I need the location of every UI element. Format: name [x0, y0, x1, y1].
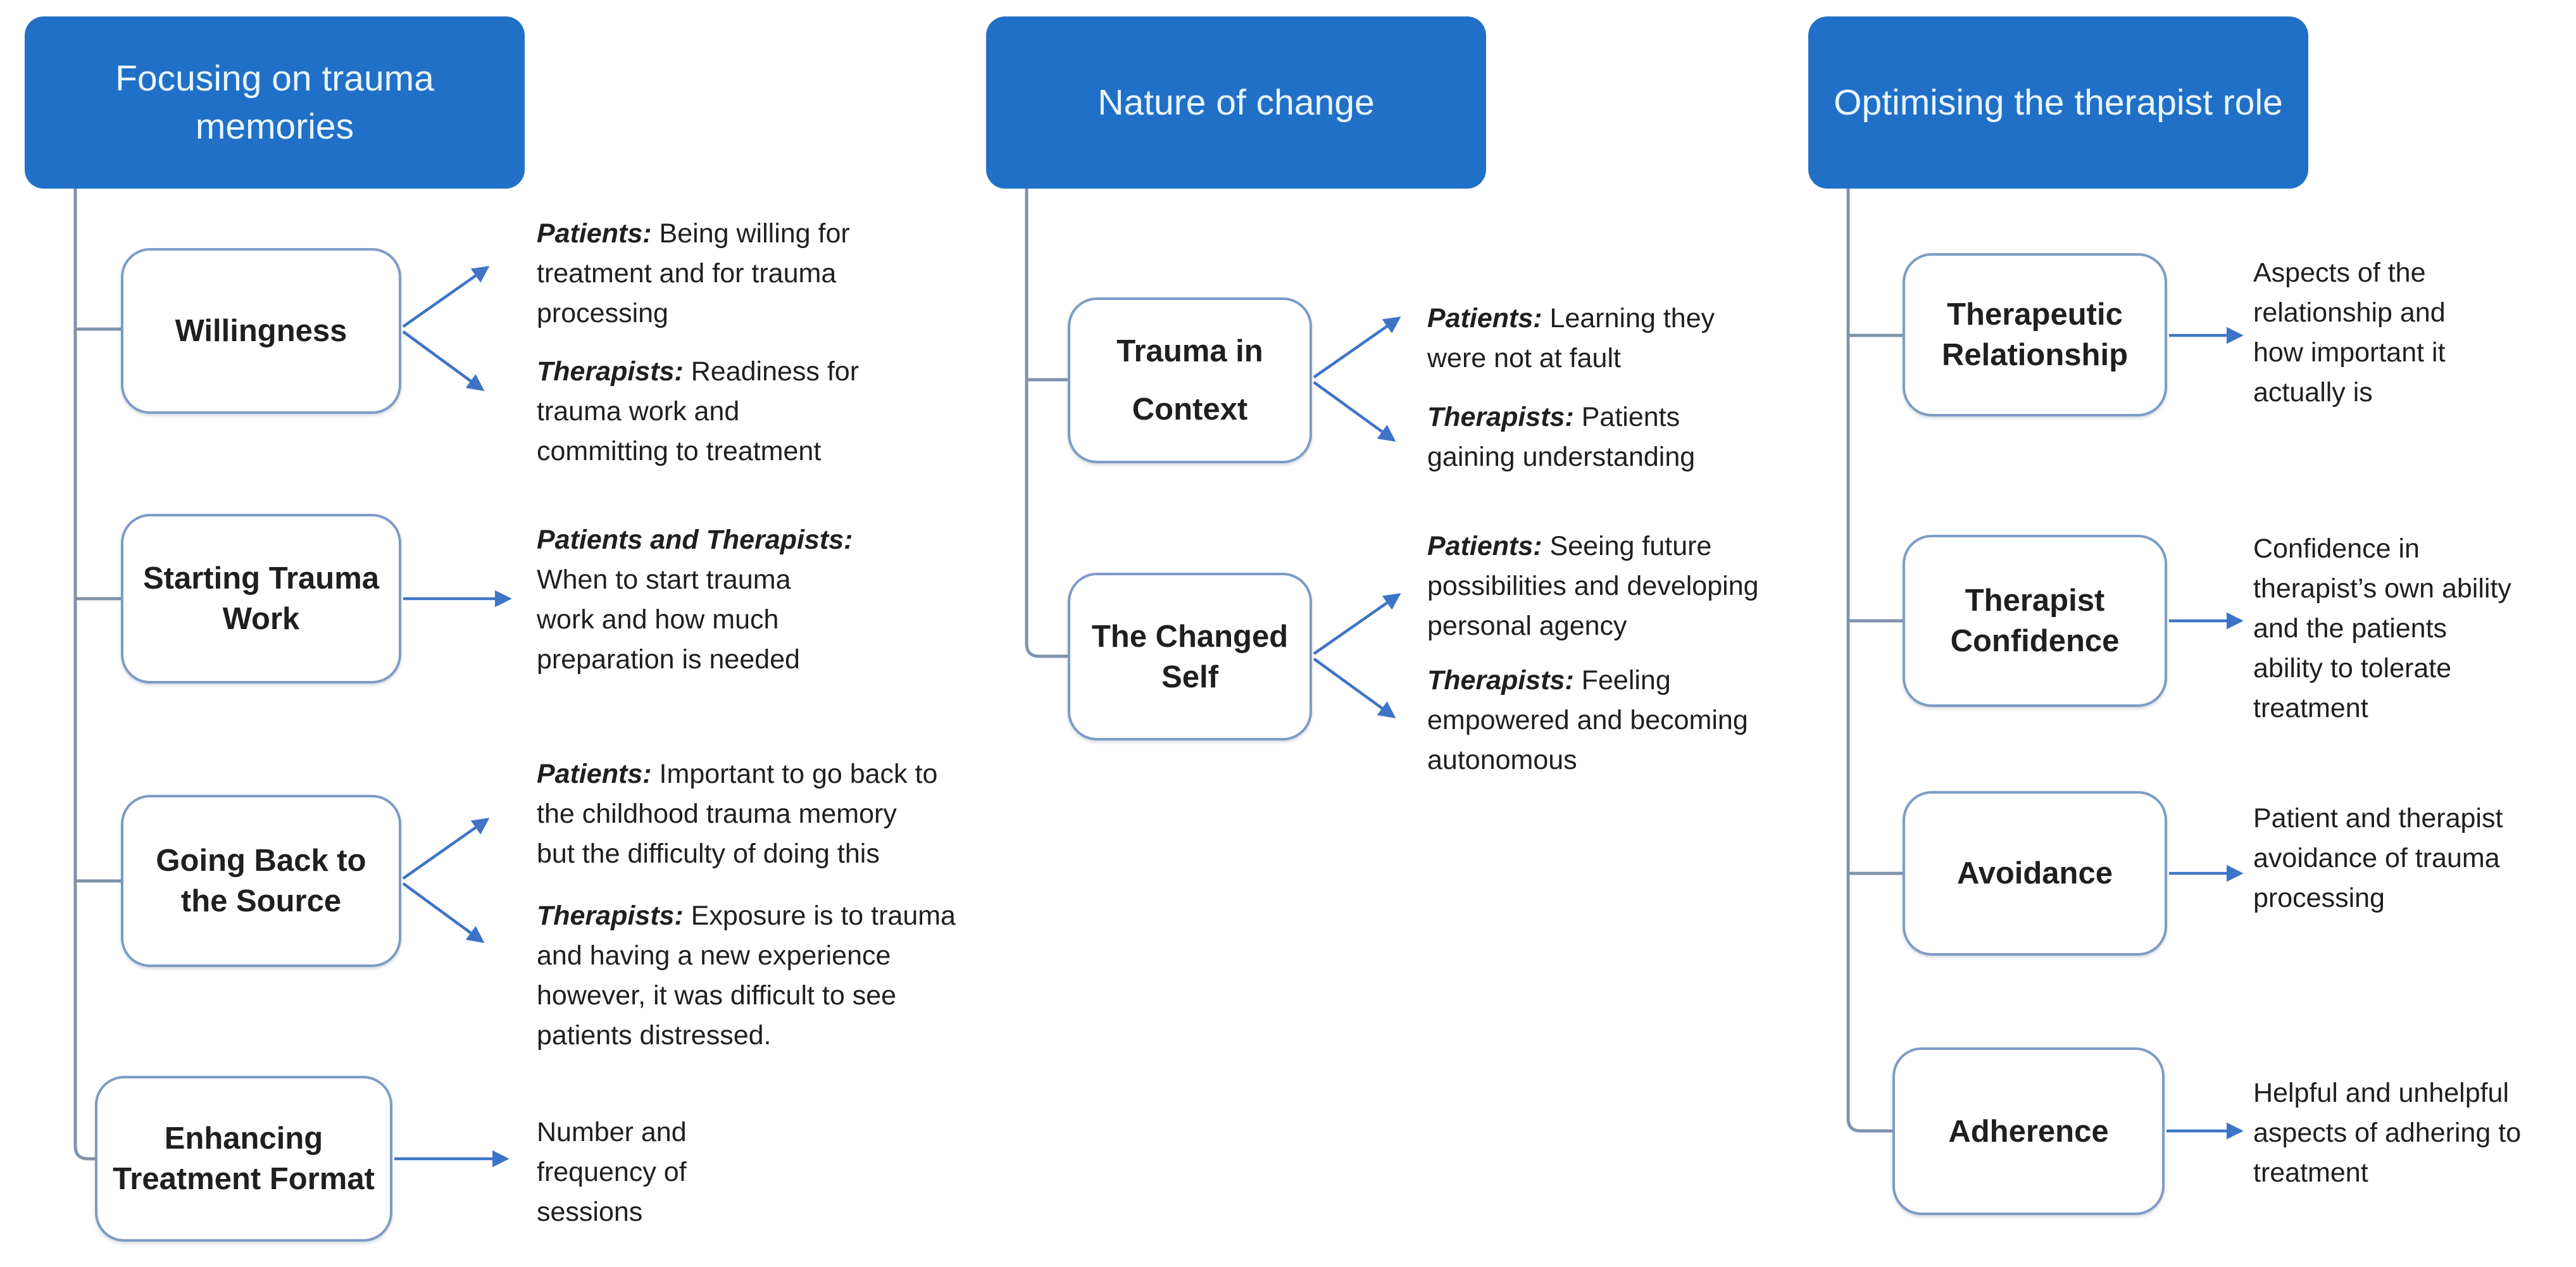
description-body: Patient and therapist avoidance of traum… — [2253, 803, 2503, 913]
description-body: Important to go back to the childhood tr… — [537, 759, 938, 869]
description-lead: Patients: — [1427, 531, 1542, 561]
topic-box-willingness: Willingness — [121, 248, 401, 414]
column-header-focusing-on-trauma-memories: Focusing on trauma memories — [25, 16, 525, 189]
description-lead: Therapists: — [537, 901, 684, 931]
description-body: Being willing for treatment and for trau… — [537, 218, 850, 328]
topic-box-adherence: Adherence — [1892, 1047, 2165, 1215]
description-adherence: Helpful and unhelpful aspects of adherin… — [2253, 1073, 2570, 1193]
description-therapist-confidence: Confidence in therapist’s own ability an… — [2253, 529, 2570, 728]
description-trauma-context-patients: Patients: Learning they were not at faul… — [1427, 299, 1782, 378]
willingness-arrow-therapists — [402, 330, 485, 391]
topic-box-therapeutic-relationship: Therapeutic Relationship — [1903, 253, 2167, 416]
description-enhancing-treatment-format: Number and frequency of sessions — [537, 1113, 765, 1232]
topic-box-therapist-confidence: Therapist Confidence — [1903, 535, 2167, 707]
description-going-back-therapists: Therapists: Exposure is to trauma and ha… — [537, 896, 1018, 1056]
description-willingness-therapists: Therapists: Readiness for trauma work an… — [537, 352, 916, 471]
description-lead: Patients: — [537, 218, 652, 249]
column-header-optimising-the-therapist-role: Optimising the therapist role — [1808, 16, 2308, 189]
going-back-arrow-therapists — [402, 882, 485, 943]
description-body: Helpful and unhelpful aspects of adherin… — [2253, 1078, 2522, 1188]
description-body: Aspects of the relationship and how impo… — [2253, 258, 2446, 408]
topic-box-enhancing-treatment-format: Enhancing Treatment Format — [95, 1076, 392, 1242]
description-lead: Patients: — [537, 759, 652, 789]
description-body: Number and frequency of sessions — [537, 1117, 687, 1227]
description-therapeutic-relationship: Aspects of the relationship and how impo… — [2253, 253, 2532, 413]
going-back-arrow-patients — [402, 818, 490, 880]
right-trunk-line — [1846, 189, 1892, 1133]
column-header-nature-of-change: Nature of change — [986, 16, 1486, 189]
willingness-arrow-patients — [402, 266, 490, 328]
topic-box-going-back-to-the-source: Going Back to the Source — [121, 795, 401, 967]
trauma-context-arrow-therapists — [1313, 381, 1396, 442]
description-lead: Patients: — [1427, 303, 1542, 334]
description-body: Readiness for trauma work and committing… — [537, 356, 860, 466]
description-lead: Therapists: — [1427, 402, 1574, 432]
topic-box-avoidance: Avoidance — [1903, 791, 2167, 956]
description-lead: Patients and Therapists: — [537, 525, 853, 555]
description-changed-self-patients: Patients: Seeing future possibilities an… — [1427, 527, 1858, 646]
topic-box-the-changed-self: The Changed Self — [1068, 573, 1312, 740]
topic-box-trauma-in-context: Trauma in Context — [1068, 297, 1312, 463]
description-willingness-patients: Patients: Being willing for treatment an… — [537, 214, 916, 334]
description-body: Learning they were not at fault — [1427, 303, 1715, 373]
description-starting-trauma-work: Patients and Therapists: When to start t… — [537, 520, 929, 680]
left-trunk-line — [73, 189, 95, 1161]
description-lead: Therapists: — [1427, 665, 1574, 696]
description-body: Confidence in therapist’s own ability an… — [2253, 534, 2511, 723]
topic-box-starting-trauma-work: Starting Trauma Work — [121, 514, 401, 683]
changed-self-arrow-patients — [1313, 593, 1401, 655]
description-going-back-patients: Patients: Important to go back to the ch… — [537, 754, 1018, 874]
changed-self-arrow-therapists — [1313, 658, 1396, 718]
description-trauma-context-therapists: Therapists: Patients gaining understandi… — [1427, 397, 1782, 477]
description-lead: Therapists: — [537, 356, 684, 387]
description-avoidance: Patient and therapist avoidance of traum… — [2253, 799, 2570, 918]
middle-trunk-line — [1025, 189, 1068, 658]
description-body: Patients gaining understanding — [1427, 402, 1696, 472]
description-body: Seeing future possibilities and developi… — [1427, 531, 1759, 641]
description-body: Feeling empowered and becoming autonomou… — [1427, 665, 1748, 775]
trauma-context-arrow-patients — [1313, 316, 1401, 378]
description-body: When to start trauma work and how much p… — [537, 565, 800, 675]
description-body: Exposure is to trauma and having a new e… — [537, 901, 956, 1051]
description-changed-self-therapists: Therapists: Feeling empowered and becomi… — [1427, 661, 1858, 780]
